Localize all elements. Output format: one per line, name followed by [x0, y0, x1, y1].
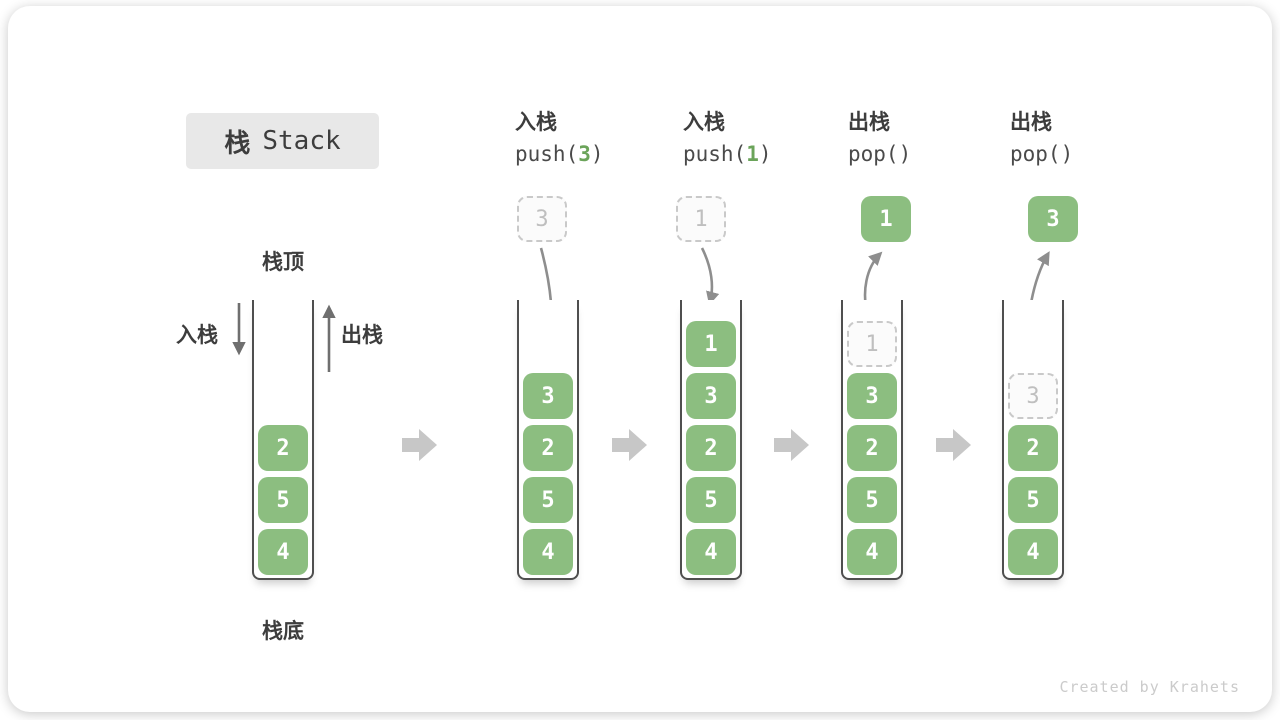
stack-push-3-item-2: 2 — [523, 425, 573, 471]
stack-top-label: 栈顶 — [262, 251, 304, 274]
stack-pop-3-op-label: 出栈 — [1010, 111, 1052, 134]
stack-push-3-item-5: 5 — [523, 477, 573, 523]
stack-pop-1-code-label: pop() — [848, 142, 911, 166]
stack-pop-3-floating-value: 3 — [1028, 196, 1078, 242]
stack-push-1-item-2: 2 — [686, 425, 736, 471]
stack-pop-3-item-2: 2 — [1008, 425, 1058, 471]
title-zh: 栈 — [224, 127, 251, 158]
title-box: 栈 Stack — [186, 113, 379, 169]
stack-push-1-item-1: 1 — [686, 321, 736, 367]
stack-push-1-item-3: 3 — [686, 373, 736, 419]
stack-pop-3-code-label: pop() — [1010, 142, 1073, 166]
card-background — [8, 6, 1272, 712]
stack-push-3-floating-value: 3 — [517, 196, 567, 242]
stack-push-1-op-label: 入栈 — [683, 111, 725, 134]
credit-text: Created by Krahets — [1059, 678, 1240, 696]
code-arg: 1 — [746, 142, 759, 166]
stack-pop-1-item-5: 5 — [847, 477, 897, 523]
stack-push-3-code-label: push(3) — [515, 142, 604, 166]
stack-pop-1-item-1-ghost: 1 — [847, 321, 897, 367]
code-text: push( — [515, 142, 579, 166]
stack-pop-1-item-2: 2 — [847, 425, 897, 471]
stack-pop-3-item-3-ghost: 3 — [1008, 373, 1058, 419]
stack-push-1-item-4: 4 — [686, 529, 736, 575]
stack-pop-1-floating-value: 1 — [861, 196, 911, 242]
code-text: ) — [758, 142, 772, 166]
code-text: pop() — [1010, 142, 1074, 166]
code-text: ) — [590, 142, 604, 166]
stack-pop-1-item-4: 4 — [847, 529, 897, 575]
stack-initial-item-5: 5 — [258, 477, 308, 523]
stack-push-3-op-label: 入栈 — [515, 111, 557, 134]
stack-push-3-item-3: 3 — [523, 373, 573, 419]
stack-pop-3-item-5: 5 — [1008, 477, 1058, 523]
code-arg: 3 — [578, 142, 591, 166]
stack-push-1-code-label: push(1) — [683, 142, 772, 166]
stack-pop-1-item-3: 3 — [847, 373, 897, 419]
stack-initial-item-4: 4 — [258, 529, 308, 575]
stack-bottom-label: 栈底 — [262, 620, 304, 643]
stack-initial-item-2: 2 — [258, 425, 308, 471]
pop-side-label: 出栈 — [341, 324, 383, 347]
stack-push-1-floating-value: 1 — [676, 196, 726, 242]
stack-push-1-item-5: 5 — [686, 477, 736, 523]
stack-push-3-item-4: 4 — [523, 529, 573, 575]
push-side-label: 入栈 — [176, 324, 218, 347]
code-text: pop() — [848, 142, 912, 166]
title-en: Stack — [262, 126, 341, 156]
stack-pop-1-op-label: 出栈 — [848, 111, 890, 134]
stack-pop-3-item-4: 4 — [1008, 529, 1058, 575]
code-text: push( — [683, 142, 747, 166]
